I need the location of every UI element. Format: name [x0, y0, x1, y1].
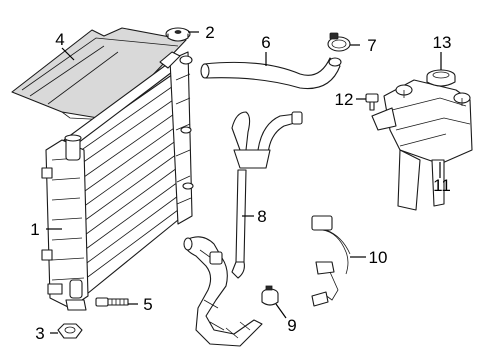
callout-13: 13 — [433, 33, 452, 52]
radiator-cap — [165, 27, 191, 42]
upper-shield — [11, 27, 187, 121]
hose-clamp — [327, 32, 351, 52]
callout-10: 10 — [369, 248, 388, 267]
sensor-harness — [311, 215, 351, 307]
callout-6: 6 — [261, 33, 270, 52]
callout-labels: 1 2 3 4 5 6 7 8 9 10 11 12 13 — [30, 23, 451, 343]
drain-nut — [57, 323, 83, 339]
screw — [365, 93, 379, 111]
callout-7: 7 — [367, 36, 376, 55]
callout-5: 5 — [143, 295, 152, 314]
leader-lines — [46, 31, 442, 334]
radiator — [41, 51, 194, 311]
reservoir-cap — [426, 69, 456, 87]
small-clamp — [261, 285, 279, 306]
callout-9: 9 — [287, 316, 296, 335]
callout-1: 1 — [30, 220, 39, 239]
callout-11: 11 — [433, 176, 451, 195]
overflow-hose — [231, 111, 303, 279]
bolt — [95, 297, 129, 307]
leader-9 — [275, 303, 287, 319]
callout-4: 4 — [55, 30, 64, 49]
callout-2: 2 — [205, 23, 214, 42]
leader-4 — [61, 47, 75, 61]
callout-12: 12 — [335, 90, 354, 109]
upper-hose — [200, 57, 342, 90]
lower-hose — [183, 236, 263, 347]
callout-3: 3 — [35, 324, 44, 343]
callout-8: 8 — [257, 207, 266, 226]
coolant-reservoir — [371, 79, 473, 211]
